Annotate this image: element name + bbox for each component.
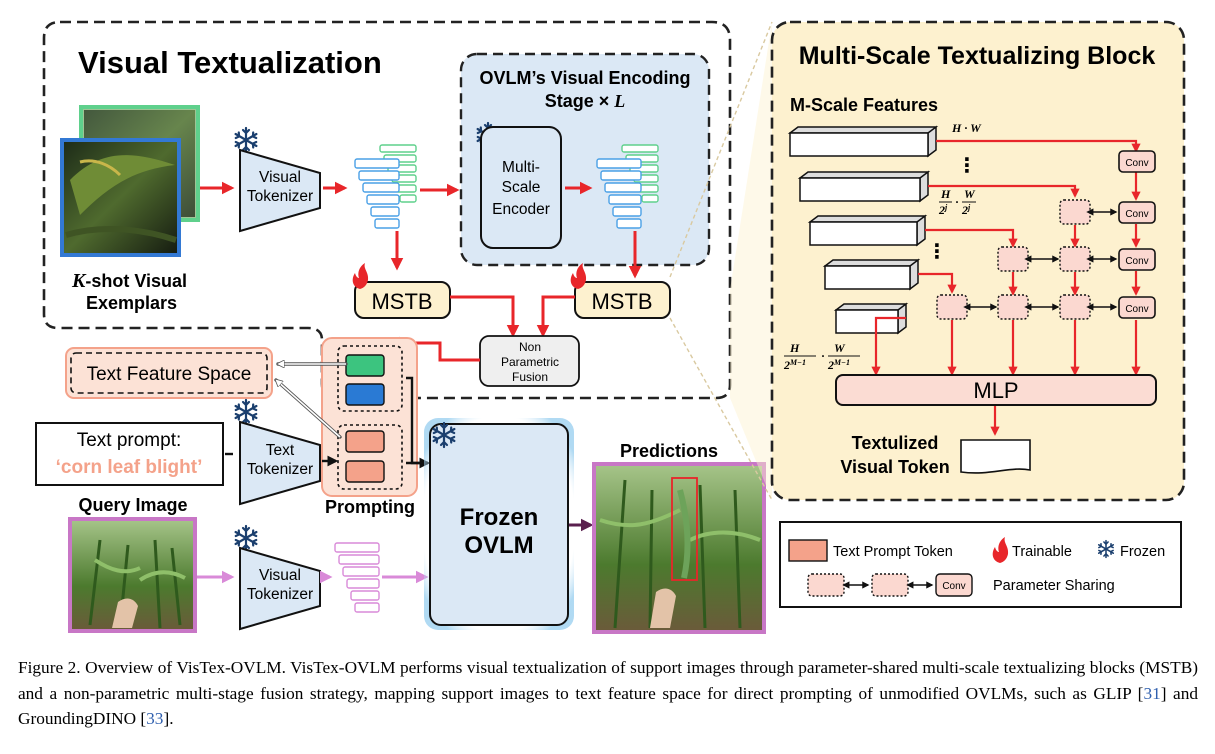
text-feature-space-label: Text Feature Space — [87, 364, 252, 385]
prompting-label: Prompting — [325, 497, 415, 517]
citation-link-31[interactable]: 31 — [1143, 683, 1161, 703]
fusion-label-2: Parametric — [501, 355, 559, 369]
visual-token-blue — [345, 383, 385, 406]
multi-scale-encoder — [480, 126, 562, 249]
svg-text:Conv: Conv — [1125, 304, 1148, 315]
svg-text:W: W — [834, 341, 846, 355]
figure-diagram: Visual Textualization K-shot Visual Exem… — [35, 20, 1186, 634]
legend-frozen: Frozen — [1120, 544, 1165, 560]
text-prompt-value: ‘corn leaf blight’ — [56, 457, 203, 478]
scale-label-bottom: H 2M−1 · W 2M−1 — [783, 341, 860, 372]
mstb-label-1: MSTB — [371, 289, 432, 314]
svg-text:2j: 2j — [961, 203, 971, 217]
dots-1: ⋮ — [957, 153, 977, 177]
textualized-label-1: Textulized — [852, 433, 939, 453]
conv-blocks: Conv Conv Conv Conv — [1118, 150, 1156, 319]
mlp-label: MLP — [973, 378, 1018, 403]
svg-text:W: W — [964, 187, 976, 201]
svg-text:Conv: Conv — [1125, 209, 1148, 220]
trainable-flame-icon — [352, 263, 369, 289]
query-feature-pyramid — [334, 542, 380, 613]
prediction-image — [592, 462, 766, 634]
fusion-label-3: Fusion — [512, 370, 548, 384]
exemplar-label-line1: K-shot Visual — [71, 270, 187, 292]
prompting-group — [321, 337, 418, 497]
frozen-snowflake-icon — [234, 126, 258, 154]
scale-label-mid: H 2j · W 2j — [938, 187, 976, 217]
frozen-ovlm-label-1: Frozen — [460, 504, 539, 531]
text-prompt-token-1 — [345, 430, 385, 453]
svg-text:2M−1: 2M−1 — [783, 358, 806, 372]
trainable-flame-icon — [570, 263, 587, 289]
ovlm-stage-title-1: OVLM’s Visual Encoding — [479, 68, 690, 88]
frozen-snowflake-icon — [234, 398, 258, 426]
mstb-box-1 — [354, 281, 451, 319]
dots-2: ⋮ — [927, 239, 947, 263]
query-image — [68, 517, 197, 633]
figure-caption: Figure 2. Overview of VisTex-OVLM. VisTe… — [18, 655, 1198, 732]
exemplar-label-line2: Exemplars — [86, 293, 177, 313]
ovlm-stage-title-2: Stage × L — [545, 91, 626, 111]
visual-tokenizer-label-2: Tokenizer — [247, 188, 313, 205]
mstb-label-2: MSTB — [591, 289, 652, 314]
svg-text:H: H — [789, 341, 800, 355]
visual-textualization-title: Visual Textualization — [78, 45, 382, 80]
svg-text:Conv: Conv — [1125, 256, 1148, 267]
frozen-snowflake-icon — [234, 524, 258, 552]
caption-text-3: ]. — [163, 709, 174, 728]
feature-pyramid-1 — [354, 144, 417, 229]
text-tokenizer-label-1: Text — [266, 442, 295, 459]
text-tokenizer — [239, 420, 321, 506]
svg-text:2M−1: 2M−1 — [827, 358, 850, 372]
svg-text:·: · — [955, 195, 959, 209]
legend-text-prompt-token: Text Prompt Token — [833, 544, 953, 560]
predictions-label: Predictions — [620, 441, 718, 461]
scale-features — [787, 125, 939, 335]
mstb-box-2 — [574, 281, 671, 319]
mstb-block-title: Multi-Scale Textualizing Block — [799, 42, 1156, 70]
frozen-ovlm — [429, 423, 569, 626]
fusion-label-1: Non — [519, 340, 541, 354]
svg-text:·: · — [821, 349, 825, 363]
visual-tokenizer-bottom-label-2: Tokenizer — [247, 586, 313, 603]
svg-text:Conv: Conv — [1125, 158, 1148, 169]
legend-box — [779, 521, 1182, 608]
visual-tokenizer-bottom-label-1: Visual — [259, 567, 301, 584]
textualized-label-2: Visual Token — [840, 457, 949, 477]
query-image-label: Query Image — [78, 495, 187, 515]
k-shot-exemplar-images — [60, 105, 200, 257]
m-scale-features-label: M-Scale Features — [790, 95, 938, 115]
encoder-label-3: Encoder — [492, 201, 550, 218]
text-tokenizer-label-2: Tokenizer — [247, 461, 313, 478]
visual-tokenizer-label-1: Visual — [259, 169, 301, 186]
visual-token-green — [345, 354, 385, 377]
prediction-bbox — [671, 477, 698, 581]
scale-label-top: H · W — [951, 121, 982, 135]
text-feature-space-box — [65, 347, 273, 399]
textualized-visual-token — [960, 439, 1031, 474]
caption-text-1: Figure 2. Overview of VisTex-OVLM. VisTe… — [18, 658, 1198, 703]
text-prompt-box — [35, 422, 224, 486]
text-prompt-label: Text prompt: — [77, 430, 182, 451]
legend-conv: Conv — [942, 581, 965, 592]
mlp-block — [835, 374, 1157, 406]
encoder-label-2: Scale — [502, 179, 541, 196]
caption-text-2: ] and GroundingDINO [ — [18, 683, 1198, 729]
svg-text:2j: 2j — [938, 203, 948, 217]
legend-trainable: Trainable — [1012, 544, 1072, 560]
legend-text-token-swatch — [788, 539, 828, 562]
legend-parameter-sharing: Parameter Sharing — [993, 578, 1115, 594]
svg-text:H: H — [940, 187, 951, 201]
encoder-label-1: Multi- — [502, 159, 540, 176]
frozen-ovlm-label-2: OVLM — [464, 532, 533, 559]
feature-pyramid-2 — [596, 144, 659, 229]
citation-link-33[interactable]: 33 — [146, 709, 164, 728]
visual-tokenizer-bottom — [239, 546, 321, 631]
text-prompt-token-2 — [345, 460, 385, 483]
visual-tokenizer-top — [239, 148, 321, 233]
